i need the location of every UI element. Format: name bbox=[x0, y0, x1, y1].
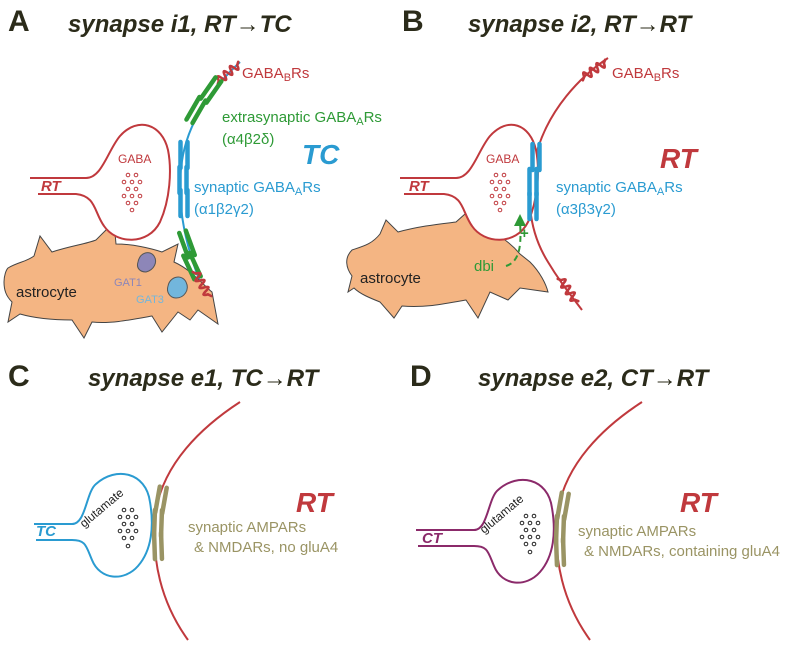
panel-d: D synapse e2, CT→RT CT glutamate RT syna… bbox=[410, 360, 780, 641]
vesicle-dots bbox=[489, 172, 511, 213]
dbi-arrow bbox=[505, 221, 522, 267]
gabaa-receptor-icon bbox=[186, 97, 205, 123]
extrasynaptic-subunits: (α4β2δ) bbox=[222, 131, 274, 148]
rt-postsynaptic-membrane bbox=[555, 401, 643, 641]
gabab-label: GABABRs bbox=[612, 65, 679, 84]
astrocyte-shape bbox=[3, 220, 219, 339]
gat3-transporter-icon bbox=[167, 276, 188, 299]
receptor-label-line2: & NMDARs, containing gluA4 bbox=[584, 543, 780, 560]
extrasynaptic-gabaa-label: extrasynaptic GABAARs bbox=[222, 109, 382, 128]
panel-b: B synapse i2, RT→RT astrocyte RT GABA db… bbox=[346, 5, 700, 320]
terminal-label: TC bbox=[36, 523, 57, 540]
panel-c: C synapse e1, TC→RT TC glutamate RT syna… bbox=[8, 360, 338, 641]
gabaa-receptor-icon bbox=[181, 190, 188, 216]
gabab-receptor-icon bbox=[212, 58, 244, 88]
panel-b-title: synapse i2, RT→RT bbox=[468, 11, 694, 38]
gabab-receptor-icon bbox=[554, 274, 582, 306]
panel-d-title: synapse e2, CT→RT bbox=[478, 365, 711, 392]
panel-a: A synapse i1, RT→TC astrocyte GAT1 GAT3 … bbox=[3, 5, 382, 339]
panel-d-letter: D bbox=[410, 360, 432, 393]
vesicle-dots bbox=[117, 507, 139, 549]
rt-presynaptic-terminal bbox=[30, 123, 171, 241]
vesicle-dots bbox=[121, 172, 143, 213]
ampa-nmda-receptor-icon bbox=[556, 539, 564, 565]
panel-c-title: synapse e1, TC→RT bbox=[88, 365, 321, 392]
astrocyte-label: astrocyte bbox=[16, 284, 77, 301]
receptor-label-line1: synaptic AMPARs bbox=[578, 523, 696, 540]
synaptic-subunits: (α3β3γ2) bbox=[556, 201, 616, 218]
gat1-transporter-icon bbox=[137, 252, 157, 273]
panel-c-letter: C bbox=[8, 360, 30, 393]
ampa-nmda-receptor-icon bbox=[154, 533, 162, 559]
gaba-label: GABA bbox=[118, 152, 151, 166]
terminal-label: RT bbox=[409, 178, 431, 195]
gabab-label: GABABRs bbox=[242, 65, 309, 84]
dbi-arrowhead bbox=[514, 214, 526, 226]
postsynaptic-cell-label: TC bbox=[302, 139, 340, 170]
terminal-label: CT bbox=[422, 530, 444, 547]
plus-label: + bbox=[520, 225, 529, 242]
ct-presynaptic-terminal bbox=[416, 478, 555, 584]
postsynaptic-cell-label: RT bbox=[660, 143, 700, 174]
panel-b-letter: B bbox=[402, 5, 424, 38]
postsynaptic-cell-label: RT bbox=[680, 487, 720, 518]
panel-a-title: synapse i1, RT→TC bbox=[68, 11, 292, 38]
synaptic-gabaa-label: synaptic GABAARs bbox=[556, 179, 683, 198]
gat1-label: GAT1 bbox=[114, 277, 142, 289]
receptor-label-line2: & NMDARs, no gluA4 bbox=[194, 539, 338, 556]
gaba-label: GABA bbox=[486, 152, 519, 166]
astrocyte-label: astrocyte bbox=[360, 270, 421, 287]
vesicle-dots bbox=[519, 513, 541, 555]
postsynaptic-cell-label: RT bbox=[296, 487, 336, 518]
tc-presynaptic-terminal bbox=[34, 472, 153, 578]
panel-a-letter: A bbox=[8, 5, 30, 38]
terminal-label: RT bbox=[41, 178, 63, 195]
synaptic-gabaa-label: synaptic GABAARs bbox=[194, 179, 321, 198]
dbi-label: dbi bbox=[474, 258, 494, 275]
receptor-label-line1: synaptic AMPARs bbox=[188, 519, 306, 536]
astrocyte-shape bbox=[346, 205, 549, 320]
gabab-receptor-icon bbox=[578, 56, 610, 84]
gat3-label: GAT3 bbox=[136, 294, 164, 306]
synaptic-subunits: (α1β2γ2) bbox=[194, 201, 254, 218]
